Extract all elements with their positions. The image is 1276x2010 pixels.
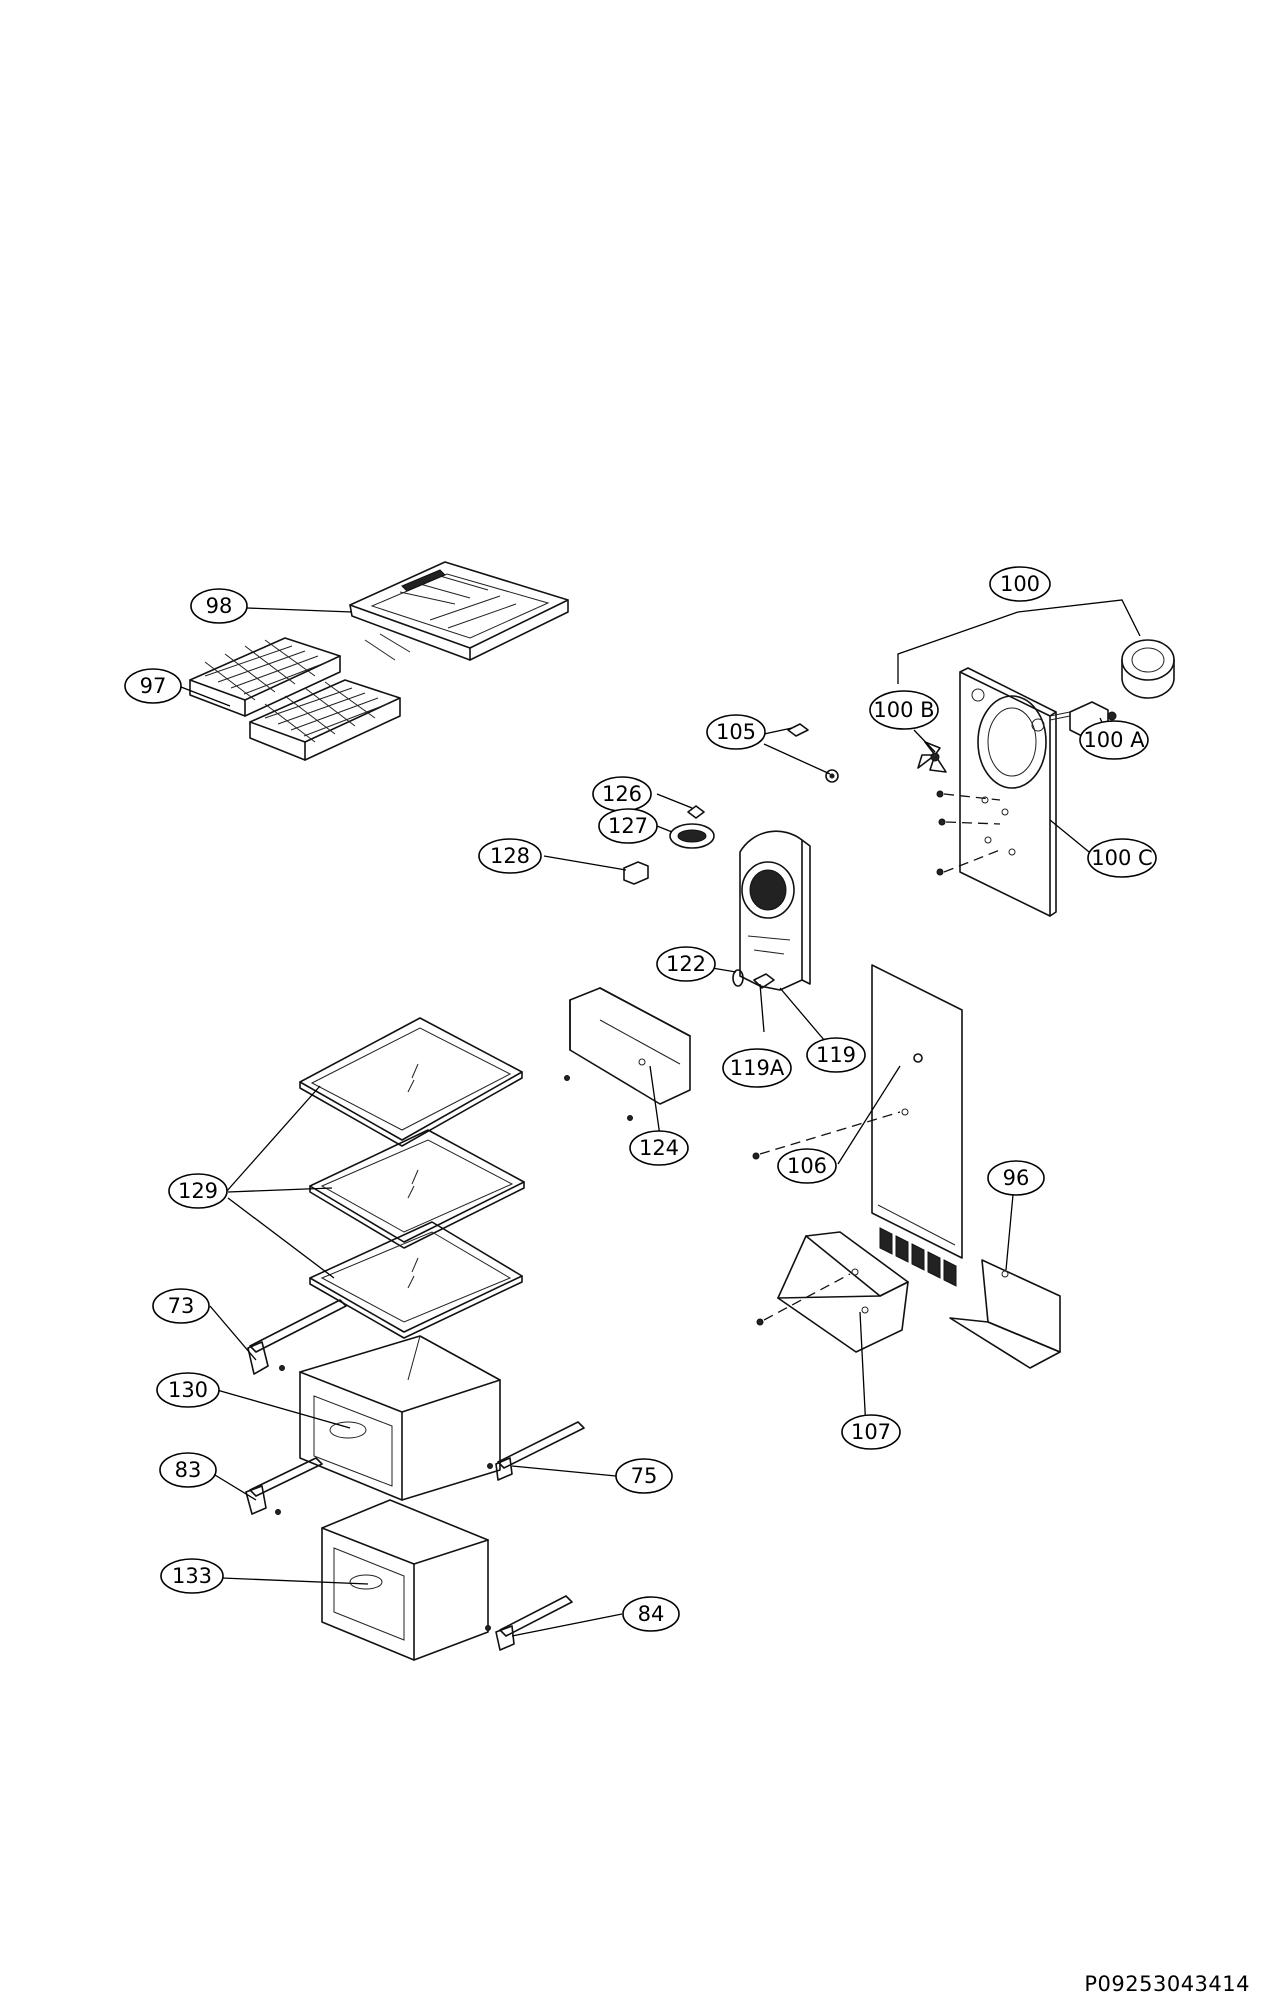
label-83-text: 83 xyxy=(175,1458,202,1482)
part-119-air-duct xyxy=(739,830,811,991)
label-119a: 119A xyxy=(722,1048,792,1088)
part-129-glass-shelves xyxy=(299,1017,525,1339)
label-122-text: 122 xyxy=(666,952,706,976)
label-106-text: 106 xyxy=(787,1154,827,1178)
label-83: 83 xyxy=(159,1452,217,1488)
part-130-crisper-drawer xyxy=(299,1335,501,1501)
label-100-text: 100 xyxy=(1000,572,1040,596)
label-127-text: 127 xyxy=(608,814,648,838)
label-97-text: 97 xyxy=(140,674,167,698)
part-96-drain-pan xyxy=(949,1259,1061,1369)
label-119-text: 119 xyxy=(816,1043,856,1067)
label-100: 100 xyxy=(989,566,1051,602)
part-97-ice-trays xyxy=(189,637,401,761)
part-100c-evaporator-cover xyxy=(959,667,1057,917)
label-106: 106 xyxy=(777,1148,837,1184)
label-127: 127 xyxy=(598,808,658,844)
part-126-clip xyxy=(687,805,705,819)
part-127-damper xyxy=(669,823,715,849)
part-122-bulb xyxy=(732,969,744,987)
label-133: 133 xyxy=(160,1558,224,1594)
label-133-text: 133 xyxy=(172,1564,212,1588)
label-105-text: 105 xyxy=(716,720,756,744)
part-128-switch xyxy=(623,861,649,885)
label-126: 126 xyxy=(592,776,652,812)
label-98-text: 98 xyxy=(206,594,233,618)
label-98: 98 xyxy=(190,588,248,624)
label-73: 73 xyxy=(152,1288,210,1324)
label-96: 96 xyxy=(987,1160,1045,1196)
part-100b-fan-blade xyxy=(917,741,947,773)
label-75: 75 xyxy=(615,1458,673,1494)
label-84: 84 xyxy=(622,1596,680,1632)
label-130: 130 xyxy=(156,1372,220,1408)
screws-100c xyxy=(936,790,1001,876)
label-124: 124 xyxy=(629,1130,689,1166)
part-119a-sensor xyxy=(753,973,775,989)
label-128: 128 xyxy=(478,838,542,874)
label-75-text: 75 xyxy=(631,1464,658,1488)
label-100a-text: 100 A xyxy=(1083,728,1145,752)
label-100c: 100 C xyxy=(1087,838,1157,878)
part-100-fan-housing xyxy=(1121,639,1175,699)
diagram-reference-number: P09253043414 xyxy=(1084,1972,1250,1996)
label-100a: 100 A xyxy=(1079,720,1149,760)
label-119: 119 xyxy=(806,1037,866,1073)
label-97: 97 xyxy=(124,668,182,704)
label-124-text: 124 xyxy=(639,1136,679,1160)
part-107-drain-trough xyxy=(756,1231,909,1353)
part-106-rear-panel xyxy=(752,964,963,1287)
label-128-text: 128 xyxy=(490,844,530,868)
label-96-text: 96 xyxy=(1003,1166,1030,1190)
label-100b: 100 B xyxy=(869,690,939,730)
label-107: 107 xyxy=(841,1414,901,1450)
part-73-slide-rail xyxy=(247,1299,347,1375)
label-73-text: 73 xyxy=(168,1294,195,1318)
part-98-tray-frame xyxy=(349,561,569,661)
label-129: 129 xyxy=(168,1173,228,1209)
label-129-text: 129 xyxy=(178,1179,218,1203)
label-122: 122 xyxy=(656,946,716,982)
label-105: 105 xyxy=(706,714,766,750)
label-100c-text: 100 C xyxy=(1091,846,1152,870)
part-75-slide-rail xyxy=(487,1421,585,1481)
part-84-slide-rail xyxy=(485,1595,573,1651)
part-105-bracket xyxy=(787,723,839,783)
part-83-slide-rail xyxy=(245,1457,323,1515)
label-107-text: 107 xyxy=(851,1420,891,1444)
leader-lines xyxy=(180,599,1141,1637)
label-126-text: 126 xyxy=(602,782,642,806)
label-84-text: 84 xyxy=(638,1602,665,1626)
label-130-text: 130 xyxy=(168,1378,208,1402)
label-100b-text: 100 B xyxy=(873,698,934,722)
label-119a-text: 119A xyxy=(730,1056,785,1080)
part-133-crisper-drawer xyxy=(321,1499,489,1661)
part-124-cover xyxy=(564,987,691,1121)
